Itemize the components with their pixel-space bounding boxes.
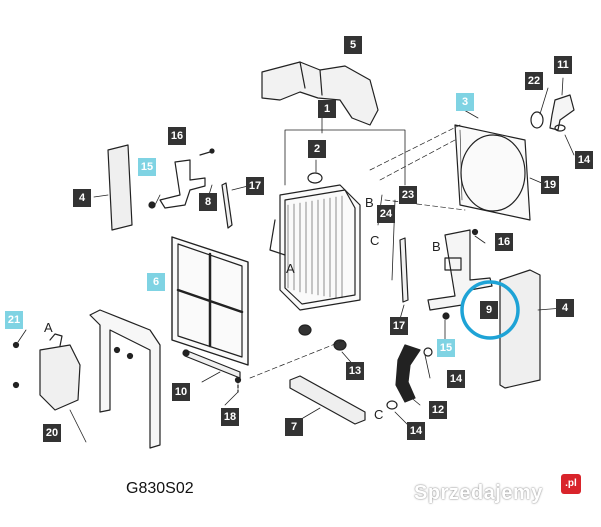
label-part-7: 7: [285, 418, 303, 436]
part-expansion-tank: [39, 344, 81, 411]
label-part-1: 1: [318, 100, 336, 118]
letter-a-tank: A: [44, 320, 53, 335]
label-part-17-left: 17: [246, 177, 264, 195]
label-part-4-left: 4: [73, 189, 91, 207]
label-part-9: 9: [480, 301, 498, 319]
label-part-17-right: 17: [390, 317, 408, 335]
label-part-14-mid: 14: [447, 370, 465, 388]
part-right-side-panel: [499, 269, 541, 389]
part-lower-hose: [395, 344, 421, 403]
part-radiator-core: [279, 184, 361, 311]
label-part-14-top: 14: [575, 151, 593, 169]
label-part-15-right: 15: [437, 339, 455, 357]
label-part-14-bottom: 14: [407, 422, 425, 440]
radiator-cap: [307, 172, 323, 184]
label-part-16-right: 16: [495, 233, 513, 251]
part-left-bracket: [159, 159, 206, 209]
label-part-2: 2: [308, 140, 326, 158]
label-part-13: 13: [346, 362, 364, 380]
part-fan-shroud: [454, 124, 531, 221]
part-frame: [89, 309, 161, 449]
letter-c-hose: C: [374, 407, 384, 422]
part-top-cover: [261, 61, 379, 126]
label-part-18: 18: [221, 408, 239, 426]
letter-b-bracket: B: [432, 239, 441, 254]
label-part-8: 8: [199, 193, 217, 211]
label-part-15-left: 15: [138, 158, 156, 176]
letter-b-radiator: B: [365, 195, 374, 210]
label-part-20: 20: [43, 424, 61, 442]
label-part-10: 10: [172, 383, 190, 401]
diagram-code: G830S02: [126, 480, 194, 497]
highlight-circle: [460, 280, 520, 340]
label-part-24: 24: [377, 205, 395, 223]
label-part-6: 6: [147, 273, 165, 291]
label-part-12: 12: [429, 401, 447, 419]
letter-a-radiator: A: [286, 261, 295, 276]
label-part-23: 23: [399, 186, 417, 204]
part-left-side-panel: [107, 144, 133, 231]
label-part-21: 21: [5, 311, 23, 329]
watermark-text: Sprzedajemy: [414, 482, 543, 504]
label-part-3: 3: [456, 93, 474, 111]
label-part-4-right: 4: [556, 299, 574, 317]
label-part-19: 19: [541, 176, 559, 194]
letter-c-radiator: C: [370, 233, 380, 248]
watermark-badge: .pl: [561, 474, 581, 494]
part-lower-bar: [289, 375, 366, 425]
label-part-11: 11: [554, 56, 572, 74]
label-part-5: 5: [344, 36, 362, 54]
label-part-22: 22: [525, 72, 543, 90]
label-part-16-left: 16: [168, 127, 186, 145]
